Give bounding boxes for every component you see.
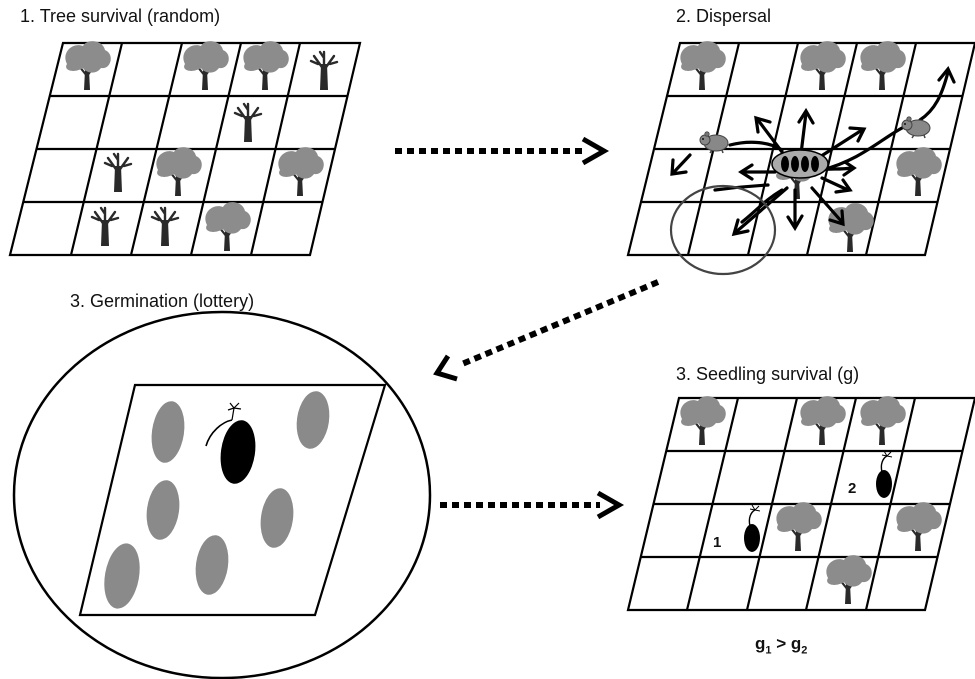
seed-pod bbox=[771, 149, 829, 179]
formula-operator: > bbox=[771, 634, 791, 653]
seed-icon bbox=[260, 488, 294, 548]
tree-icon bbox=[859, 39, 907, 92]
tree-icon bbox=[775, 500, 823, 553]
tree-icon bbox=[825, 553, 873, 606]
germination-seeds bbox=[104, 391, 330, 609]
dead-tree-icon bbox=[150, 206, 180, 248]
tree-icon bbox=[64, 39, 112, 92]
seedling-label-1: 1 bbox=[713, 534, 722, 551]
panel-title-tree-survival: 1. Tree survival (random) bbox=[20, 6, 221, 26]
seed-icon bbox=[801, 156, 809, 172]
focus-cell-circle bbox=[669, 184, 777, 276]
tree-icon bbox=[799, 39, 847, 92]
rodent-icon bbox=[901, 116, 931, 139]
growth-comparison-formula: g1 > g2 bbox=[755, 634, 807, 656]
seed-icon bbox=[781, 156, 789, 172]
panel-title-germination: 3. Germination (lottery) bbox=[70, 291, 255, 311]
dotted-arrow-icon bbox=[440, 490, 625, 520]
tree-icon bbox=[242, 39, 290, 92]
seedling-label-2: 2 bbox=[848, 480, 857, 497]
seed-icon bbox=[296, 391, 330, 449]
tree-icon bbox=[182, 39, 230, 92]
dotted-arrow-icon bbox=[433, 279, 660, 382]
tree-icon bbox=[895, 145, 943, 198]
formula-sub2: 2 bbox=[801, 644, 808, 657]
tree-icon bbox=[679, 394, 727, 447]
seed-icon bbox=[146, 480, 180, 540]
tree-icon bbox=[155, 145, 203, 198]
seed-icon bbox=[811, 156, 819, 172]
seedling-icon bbox=[743, 504, 761, 553]
dotted-arrow-icon bbox=[395, 136, 610, 166]
seed-icon bbox=[104, 543, 140, 609]
seed-icon bbox=[151, 401, 185, 463]
tree-icon bbox=[859, 394, 907, 447]
germination-cell bbox=[78, 383, 387, 617]
seedling-icon bbox=[875, 450, 893, 499]
tree-icon bbox=[799, 394, 847, 447]
dead-tree-icon bbox=[90, 206, 120, 248]
tree-survival-grid bbox=[8, 41, 362, 257]
tree-icon bbox=[277, 145, 325, 198]
germination-circle bbox=[12, 310, 432, 679]
formula-g1: g bbox=[755, 634, 766, 653]
dead-tree-icon bbox=[233, 102, 263, 144]
dead-tree-icon bbox=[103, 152, 133, 194]
formula-g2: g bbox=[790, 634, 802, 653]
seedling-survival-trees bbox=[679, 394, 943, 606]
seed-icon bbox=[791, 156, 799, 172]
tree-icon bbox=[895, 500, 943, 553]
seed-icon bbox=[195, 535, 229, 595]
formula-sub1: 1 bbox=[765, 644, 772, 657]
tree-icon bbox=[679, 39, 727, 92]
panel-title-dispersal: 2. Dispersal bbox=[676, 6, 772, 26]
tree-icon bbox=[827, 201, 875, 254]
tree-survival-trees bbox=[64, 39, 339, 253]
tree-icon bbox=[204, 200, 252, 253]
dead-tree-icon bbox=[309, 50, 339, 92]
seedling-icon bbox=[220, 420, 256, 484]
panel-title-seedling-survival: 3. Seedling survival (g) bbox=[676, 364, 860, 384]
